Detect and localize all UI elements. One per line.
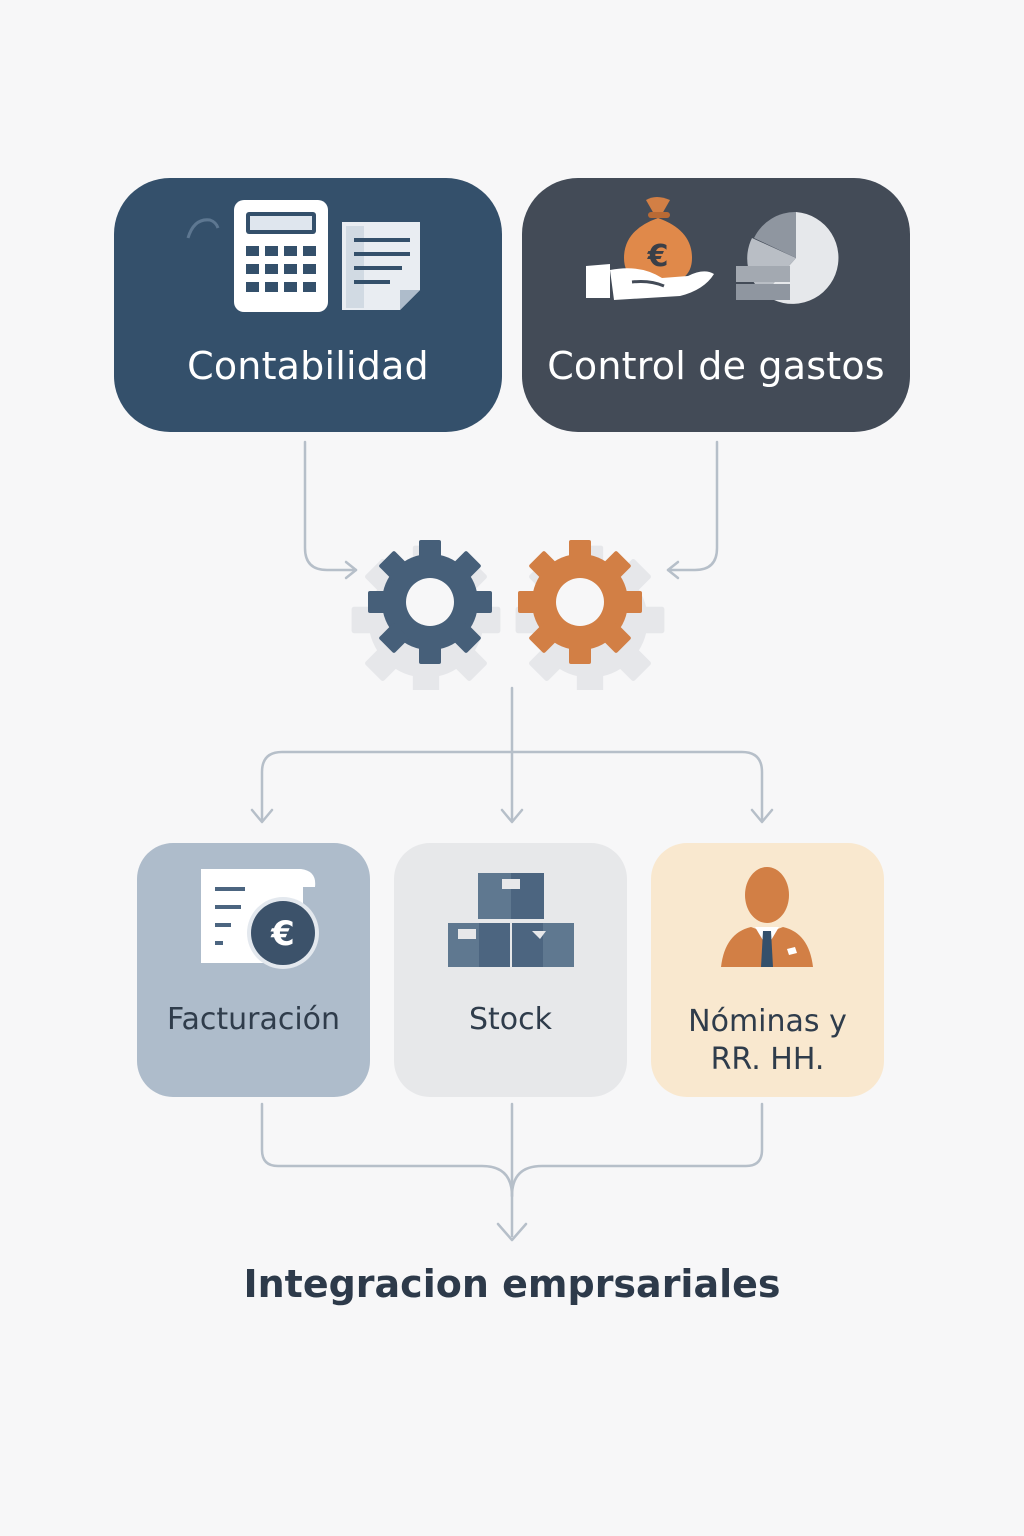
arrowhead-left [344, 560, 358, 580]
boxes-icon [448, 873, 574, 967]
svg-text:€: € [270, 914, 295, 954]
card-control-de-gastos[interactable]: € Control de gastos [522, 178, 910, 432]
connector-contabilidad [303, 440, 358, 572]
connector-branch [260, 750, 764, 822]
card-stock[interactable]: Stock [394, 843, 627, 1097]
card-title: Facturación [166, 1002, 341, 1037]
card-title: Contabilidad [187, 344, 429, 388]
card-title: Control de gastos [547, 344, 885, 388]
invoice-euro-icon: € [201, 869, 319, 969]
arrowhead-right [666, 560, 680, 580]
gears-icon [351, 540, 665, 690]
svg-text:€: € [647, 239, 669, 274]
money-bag-euro-icon: € [586, 197, 714, 300]
document-icon [342, 222, 420, 310]
connector-gastos [666, 440, 719, 572]
arrowhead-bottom [496, 1222, 528, 1242]
card-contabilidad[interactable]: Contabilidad [114, 178, 502, 432]
calculator-icon [186, 200, 328, 312]
pie-chart-icon [736, 211, 839, 304]
card-title: Stock [468, 1002, 553, 1037]
connector-merge [260, 1102, 514, 1238]
card-facturacion[interactable]: € Facturación [137, 843, 370, 1097]
footer-title: Integracion emprsariales [243, 1262, 781, 1306]
employee-icon [721, 867, 813, 967]
